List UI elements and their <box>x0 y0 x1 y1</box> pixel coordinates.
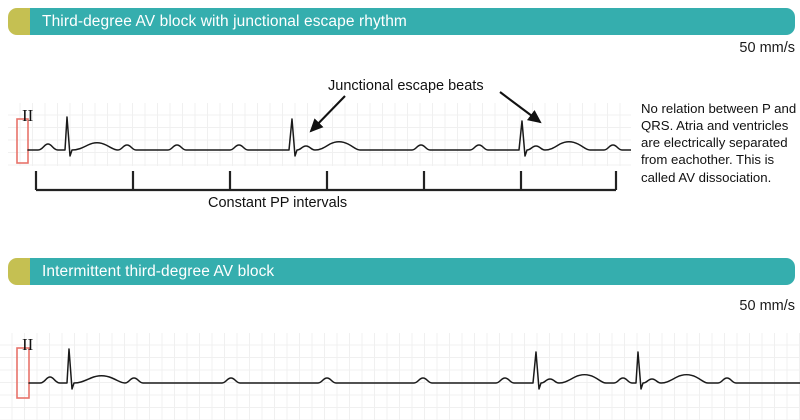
section-2-speed-label: 50 mm/s <box>739 298 795 314</box>
section-1-accent-block <box>8 8 30 35</box>
ecg-trace-2 <box>16 347 800 399</box>
section-2-title-body: Intermittent third-degree AV block <box>30 258 795 285</box>
lead-label-1: II <box>22 106 34 125</box>
section-2-title-bar: Intermittent third-degree AV block <box>8 258 795 285</box>
av-dissociation-note: No relation between P and QRS. Atria and… <box>641 101 797 185</box>
calibration-pulse-1 <box>16 118 29 164</box>
ecg-trace-1 <box>16 116 631 164</box>
lead-label-2: II <box>22 335 34 354</box>
section-2-title-text: Intermittent third-degree AV block <box>42 262 275 280</box>
section-1-title-text: Third-degree AV block with junctional es… <box>42 12 407 30</box>
junctional-escape-beats-annotation: Junctional escape beats <box>328 78 484 94</box>
section-1-title-body: Third-degree AV block with junctional es… <box>30 8 795 35</box>
ecg-strip-1: II <box>8 103 631 166</box>
section-1-title-bar: Third-degree AV block with junctional es… <box>8 8 795 35</box>
calibration-pulse-2 <box>16 347 30 399</box>
section-2-accent-block <box>8 258 30 285</box>
section-1-speed-label: 50 mm/s <box>739 40 795 56</box>
caliper-label: Constant PP intervals <box>208 195 348 211</box>
ecg-strip-2: II <box>0 333 800 420</box>
ecg-strip-2-subgrid <box>0 333 800 420</box>
